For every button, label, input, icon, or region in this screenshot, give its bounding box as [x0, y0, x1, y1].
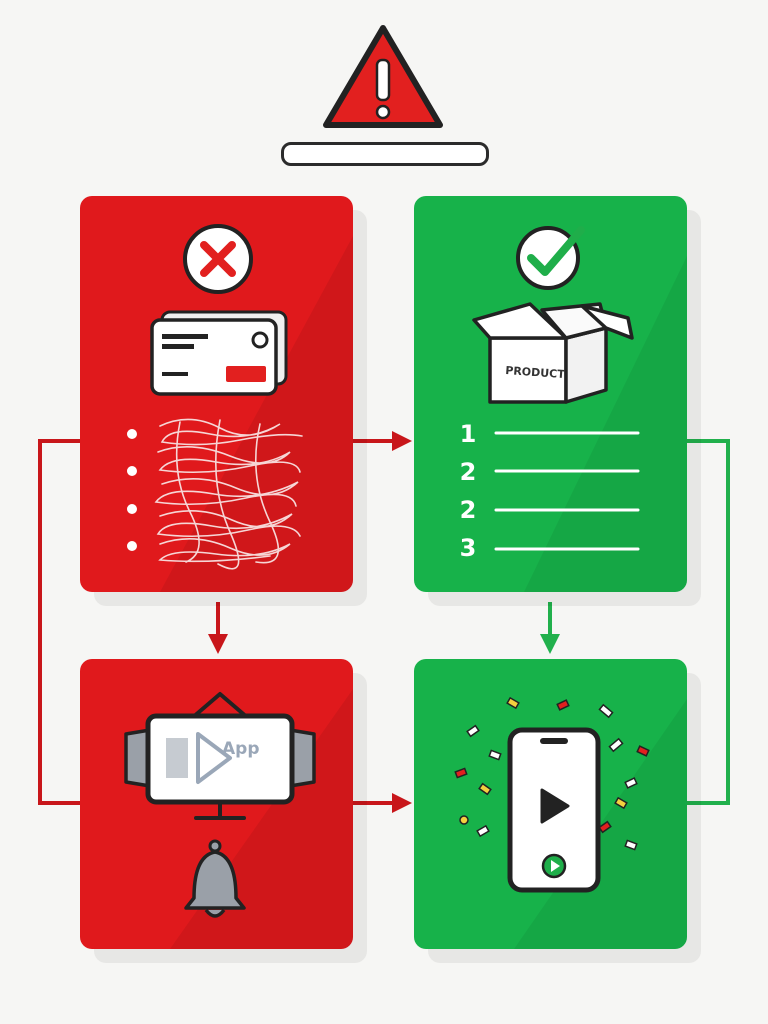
open-box-icon — [472, 302, 634, 404]
step-number: 1 — [459, 420, 477, 448]
billboard-screen-icon — [124, 692, 316, 820]
confetti-icon — [454, 696, 650, 851]
warning-triangle-icon — [323, 25, 443, 128]
bell-icon — [184, 839, 246, 918]
red-loop-connector — [38, 439, 80, 805]
check-mark-icon — [516, 226, 585, 290]
step-lines — [494, 431, 640, 551]
green-loop-connector — [687, 439, 730, 805]
scribble-lines — [154, 418, 303, 570]
x-mark-icon — [183, 224, 253, 294]
app-label: App — [222, 739, 260, 759]
bullet-list-scribbled — [127, 418, 303, 570]
bullet-dots — [127, 429, 137, 551]
credit-card-icon — [150, 310, 288, 396]
smartphone-play-icon — [507, 727, 601, 893]
title-bar — [281, 142, 489, 166]
step-number: 2 — [459, 496, 477, 524]
step-number: 3 — [459, 534, 477, 562]
step-number: 2 — [459, 458, 477, 486]
